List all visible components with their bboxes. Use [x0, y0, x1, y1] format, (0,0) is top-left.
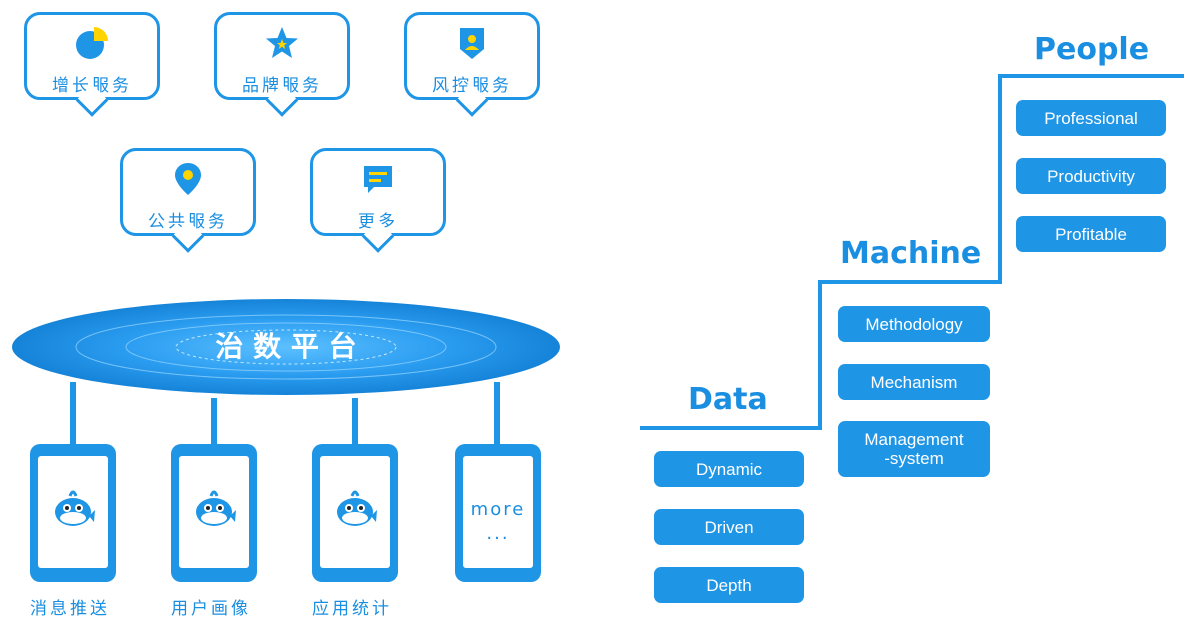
tag-people-item: Profitable	[1016, 216, 1166, 252]
tag-machine-item: Methodology	[838, 306, 990, 342]
tag-machine-item: Mechanism	[838, 364, 990, 400]
whale-mascot-icon	[337, 490, 377, 526]
service-bubble-growth[interactable]: 增长服务	[24, 12, 160, 100]
more-word: more	[470, 499, 526, 520]
location-pin-icon	[175, 163, 201, 195]
more-text: more ...	[463, 498, 533, 546]
star-badge-icon	[266, 27, 298, 58]
phone-screen	[320, 456, 390, 568]
app-phone-profile[interactable]	[171, 444, 257, 582]
app-phone-push[interactable]	[30, 444, 116, 582]
service-bubble-risk[interactable]: 风控服务	[404, 12, 540, 100]
shield-user-icon	[460, 28, 484, 59]
service-bubble-public[interactable]: 公共服务	[120, 148, 256, 236]
heading-machine: Machine	[840, 236, 982, 271]
platform-ellipse[interactable]: 治 数 平 台	[10, 297, 562, 397]
tag-data-item: Driven	[654, 509, 804, 545]
app-phone-more[interactable]: more ...	[455, 444, 541, 582]
more-dots: ...	[486, 523, 510, 544]
heading-data: Data	[688, 382, 768, 417]
connector-line	[70, 382, 76, 444]
pie-chart-icon	[76, 27, 108, 59]
phone-screen: more ...	[463, 456, 533, 568]
platform-label: 治 数 平 台	[215, 330, 356, 363]
tag-machine-item: Management -system	[838, 421, 990, 477]
tag-data-item: Depth	[654, 567, 804, 603]
connector-line	[211, 398, 217, 444]
whale-mascot-icon	[55, 490, 95, 526]
whale-mascot-icon	[196, 490, 236, 526]
tag-people-item: Professional	[1016, 100, 1166, 136]
heading-people: People	[1034, 32, 1150, 67]
tag-data-item: Dynamic	[654, 451, 804, 487]
tag-people-item: Productivity	[1016, 158, 1166, 194]
connector-line	[494, 382, 500, 444]
app-phone-stats[interactable]	[312, 444, 398, 582]
service-bubble-brand[interactable]: 品牌服务	[214, 12, 350, 100]
service-bubble-more[interactable]: 更多	[310, 148, 446, 236]
phone-screen	[179, 456, 249, 568]
phone-screen	[38, 456, 108, 568]
connector-line	[352, 398, 358, 444]
message-icon	[364, 166, 392, 193]
